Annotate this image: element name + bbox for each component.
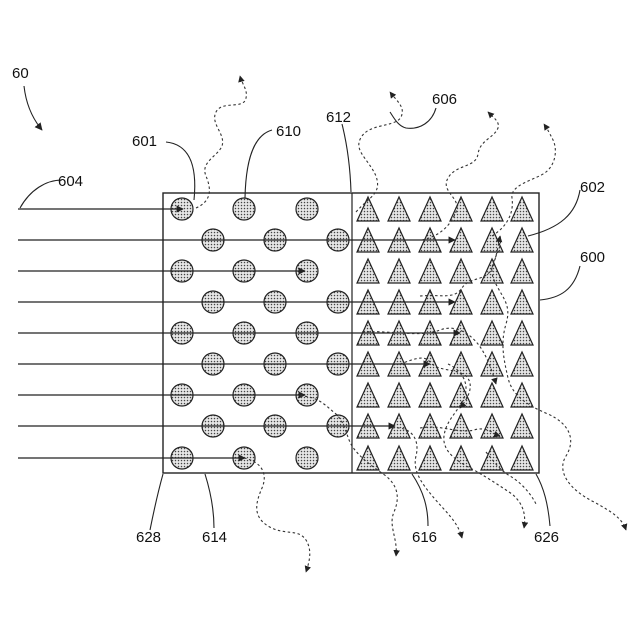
leader-606	[390, 108, 436, 128]
scatter-path-downward-left	[244, 458, 310, 572]
label-628: 628	[136, 529, 161, 546]
label-604: 604	[58, 173, 83, 190]
label-606: 606	[432, 91, 457, 108]
label-612: 612	[326, 109, 351, 126]
label-601: 601	[132, 133, 157, 150]
circle-particle	[296, 198, 318, 220]
leader-614	[205, 474, 214, 528]
label-602: 602	[580, 179, 605, 196]
leader-612	[342, 124, 351, 192]
scatter-path-upward-left	[196, 76, 246, 208]
leader-610	[245, 130, 272, 198]
leader-601	[166, 142, 195, 200]
leader-626	[536, 474, 550, 526]
leader-600	[540, 266, 580, 300]
label-600: 600	[580, 249, 605, 266]
figure-number-label: 60	[12, 65, 29, 82]
circle-particle	[233, 198, 255, 220]
circle-particle	[296, 447, 318, 469]
leader-616	[412, 474, 428, 526]
leader-604	[20, 180, 62, 208]
label-610: 610	[276, 123, 301, 140]
label-614: 614	[202, 529, 227, 546]
leader-628	[150, 474, 163, 530]
figure-pointer-arrow	[24, 86, 42, 130]
label-616: 616	[412, 529, 437, 546]
label-626: 626	[534, 529, 559, 546]
